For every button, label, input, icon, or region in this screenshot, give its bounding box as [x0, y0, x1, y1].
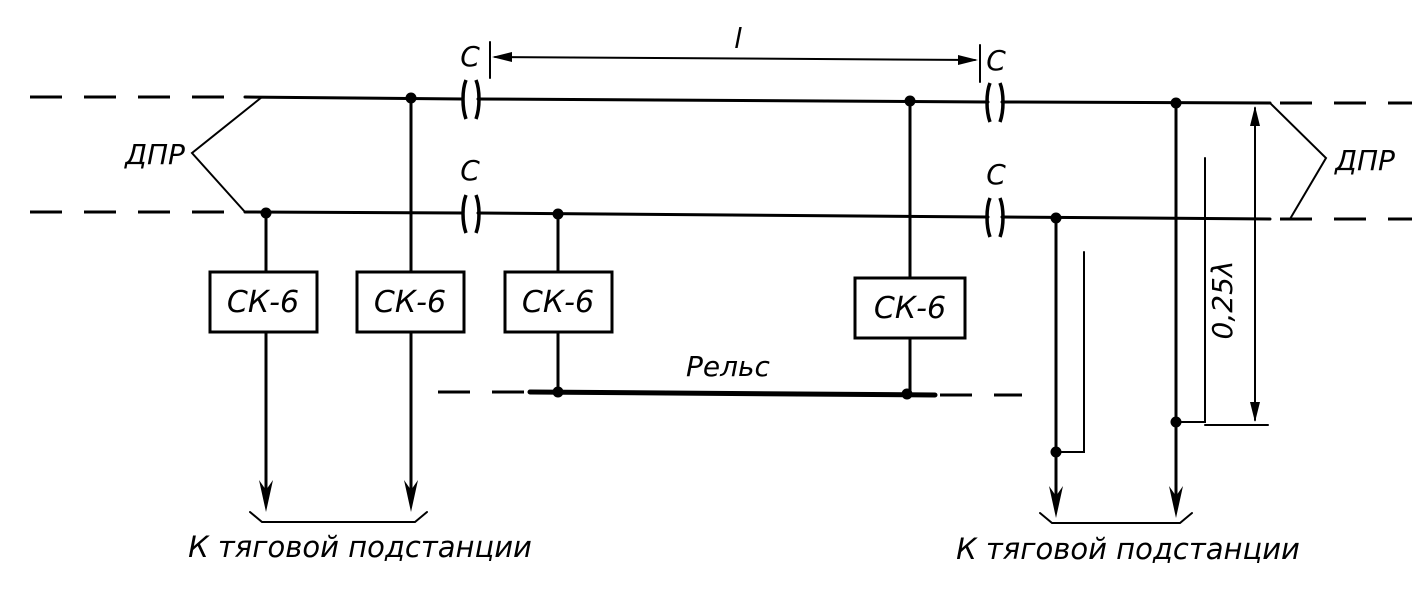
bottom-conductor	[243, 210, 1272, 221]
sk6-block-1: СК-6	[208, 270, 319, 334]
junction-dots	[260, 92, 1182, 458]
capacitor-top-right	[985, 82, 1005, 123]
capacitor-label-bottom-left: С	[460, 154, 480, 187]
top-conductor	[243, 95, 1272, 105]
rail-line	[527, 389, 938, 398]
substation-brace-left	[249, 511, 428, 523]
capacitor-bottom-right	[985, 197, 1005, 238]
capacitor-label-top-right: С	[986, 44, 1006, 77]
sk6-block-3: СК-6	[503, 270, 614, 334]
substation-brace-right	[1039, 512, 1193, 524]
dpr-bracket-right	[1269, 102, 1328, 220]
substation-label-right: К тяговой подстанции	[956, 532, 1300, 566]
sk6-block-4: СК-6	[853, 276, 967, 340]
length-dimension	[489, 41, 981, 83]
capacitor-top-left	[461, 79, 481, 120]
stub-left	[1054, 216, 1085, 510]
quarter-wave-label: 0,25λ	[1206, 261, 1239, 340]
rail-label: Рельс	[686, 350, 771, 383]
dpr-label-right: ДПР	[1333, 144, 1395, 177]
sk6-block-2: СК-6	[355, 270, 466, 334]
capacitor-label-bottom-right: С	[986, 158, 1006, 191]
dpr-label-left: ДПР	[123, 138, 185, 171]
block-label: СК-6	[522, 285, 594, 320]
capacitor-bottom-left	[461, 194, 481, 234]
capacitor-label-top-left: С	[460, 40, 480, 73]
block-label: СК-6	[374, 285, 446, 320]
output-arrows	[259, 480, 1183, 518]
stub-right	[1174, 101, 1206, 510]
quarter-wave-dimension	[1204, 106, 1269, 426]
dashed-continuations	[30, 95, 1412, 397]
length-label: l	[734, 22, 742, 55]
block-label: СК-6	[227, 285, 299, 320]
substation-label-left: К тяговой подстанции	[188, 530, 532, 564]
dpr-bracket-left	[190, 96, 263, 213]
block-label: СК-6	[874, 291, 946, 326]
